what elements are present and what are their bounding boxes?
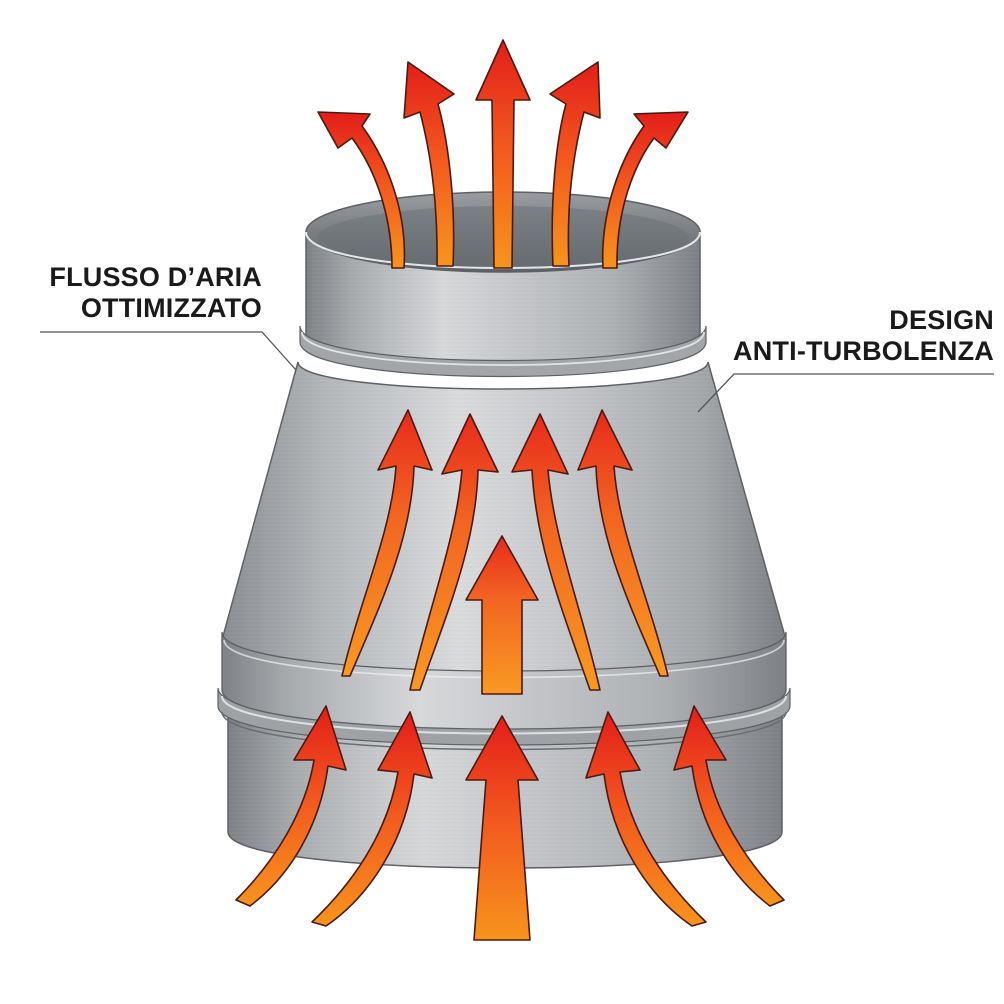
arrow-up-left-outer-top	[317, 111, 406, 269]
callout-right-line2: ANTI-TURBOLENZA	[733, 336, 994, 366]
arrow-cone-1	[341, 409, 433, 677]
arrow-bottom-right-inner	[585, 711, 707, 927]
arrow-cone-3	[511, 413, 601, 691]
arrow-cone-4	[577, 409, 669, 677]
top-collar	[299, 191, 707, 378]
callout-anti-turbulence-design: DESIGN ANTI-TURBOLENZA	[718, 305, 994, 367]
callout-right-line1: DESIGN	[889, 305, 994, 335]
cone-upflow-arrows	[341, 409, 669, 695]
arrow-cone-center	[465, 535, 539, 695]
leader-line-left	[40, 331, 297, 371]
callout-left-line1: FLUSSO D’ARIA	[49, 262, 262, 292]
top-outflow-arrows	[317, 39, 689, 269]
arrow-up-center-top	[475, 39, 531, 269]
leader-line-right	[697, 373, 994, 413]
arrow-bottom-left-outer	[235, 705, 347, 907]
arrow-up-right-outer-top	[601, 111, 689, 269]
callout-left-line2: OTTIMIZZATO	[80, 293, 262, 323]
leader-lines	[40, 331, 994, 413]
arrow-up-right-inner-top	[549, 61, 601, 267]
arrow-bottom-center	[465, 715, 539, 941]
arrow-bottom-right-outer	[673, 705, 785, 907]
bottom-inflow-arrows	[235, 705, 785, 941]
callout-optimized-airflow: FLUSSO D’ARIA OTTIMIZZATO	[40, 262, 262, 324]
arrow-up-left-inner-top	[403, 61, 455, 267]
arrow-bottom-left-inner	[311, 711, 433, 927]
arrow-cone-2	[409, 413, 499, 691]
